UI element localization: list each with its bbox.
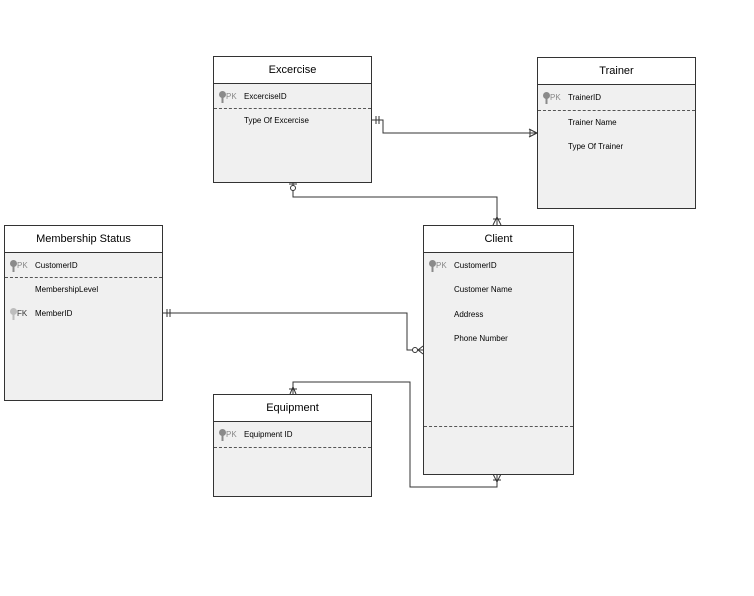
mark-client-zero — [412, 347, 418, 353]
relation-exercise-trainer — [372, 119, 537, 134]
mark-client-crow-b — [496, 216, 502, 226]
pk-row[interactable]: PK Equipment ID — [214, 428, 371, 442]
key-separator — [538, 110, 695, 111]
pk-label: PK — [226, 92, 237, 101]
field-name: TrainerID — [568, 93, 602, 102]
entity-trainer[interactable]: Trainer PK TrainerID Trainer Name Type O… — [537, 57, 696, 209]
primary-key-icon: PK — [219, 428, 241, 442]
primary-key-icon: PK — [219, 90, 241, 104]
pk-row[interactable]: PK ExcerciseID — [214, 90, 371, 104]
field-name: Customer Name — [454, 285, 513, 294]
field-name: Type Of Trainer — [568, 142, 624, 151]
field-name: CustomerID — [35, 261, 78, 270]
mark-client-crow-e — [492, 473, 498, 483]
mark-client-crow-f — [496, 473, 502, 483]
field-row[interactable]: MembershipLevel — [5, 283, 162, 297]
primary-key-icon: PK — [429, 259, 451, 273]
field-name: MemberID — [35, 309, 73, 318]
mark-client-crow-c — [417, 345, 424, 351]
relation-exercise-client — [292, 182, 498, 225]
entity-exercise[interactable]: Excercise PK ExcerciseID Type Of Excerci… — [213, 56, 372, 183]
fk-row[interactable]: FK MemberID — [5, 307, 162, 321]
field-name: Trainer Name — [568, 118, 617, 127]
relation-membership-client — [162, 312, 423, 351]
fk-label: FK — [17, 309, 28, 318]
key-separator — [214, 447, 371, 448]
field-row[interactable]: Type Of Excercise — [214, 114, 371, 128]
field-name: Type Of Excercise — [244, 116, 309, 125]
field-row[interactable]: Customer Name — [424, 283, 573, 297]
entity-title: Excercise — [214, 57, 371, 84]
entity-title: Equipment — [214, 395, 371, 422]
field-row[interactable]: Trainer Name — [538, 116, 695, 130]
pk-row[interactable]: PK TrainerID — [538, 91, 695, 105]
entity-title: Trainer — [538, 58, 695, 85]
mark-client-crow-a — [492, 216, 498, 226]
pk-label: PK — [17, 261, 28, 270]
mark-equipment-crow-b — [292, 386, 297, 395]
field-name: Phone Number — [454, 334, 508, 343]
key-separator — [214, 108, 371, 109]
mark-client-crow-d — [417, 349, 424, 355]
field-name: Equipment ID — [244, 430, 293, 439]
entity-equipment[interactable]: Equipment PK Equipment ID — [213, 394, 372, 497]
pk-label: PK — [436, 261, 447, 270]
field-name: CustomerID — [454, 261, 497, 270]
key-separator — [5, 277, 162, 278]
field-name: MembershipLevel — [35, 285, 99, 294]
entity-client[interactable]: Client PK CustomerID Customer Name Addre… — [423, 225, 574, 475]
relation-equipment-client — [292, 381, 498, 488]
pk-row[interactable]: PK CustomerID — [424, 259, 573, 273]
mark-exercise-zero — [290, 185, 296, 191]
pk-row[interactable]: PK CustomerID — [5, 259, 162, 273]
pk-label: PK — [226, 430, 237, 439]
field-row[interactable]: Type Of Trainer — [538, 140, 695, 154]
foreign-key-icon: FK — [10, 307, 32, 321]
mark-equipment-crow-a — [289, 386, 294, 395]
field-row[interactable]: Phone Number — [424, 332, 573, 346]
entity-title: Client — [424, 226, 573, 253]
primary-key-icon: PK — [543, 91, 565, 105]
field-name: Address — [454, 310, 484, 319]
entity-title: Membership Status — [5, 226, 162, 253]
primary-key-icon: PK — [10, 259, 32, 273]
pk-label: PK — [550, 93, 561, 102]
key-separator — [424, 426, 573, 427]
field-row[interactable]: Address — [424, 308, 573, 322]
entity-membership-status[interactable]: Membership Status PK CustomerID Membersh… — [4, 225, 163, 401]
field-name: ExcerciseID — [244, 92, 287, 101]
